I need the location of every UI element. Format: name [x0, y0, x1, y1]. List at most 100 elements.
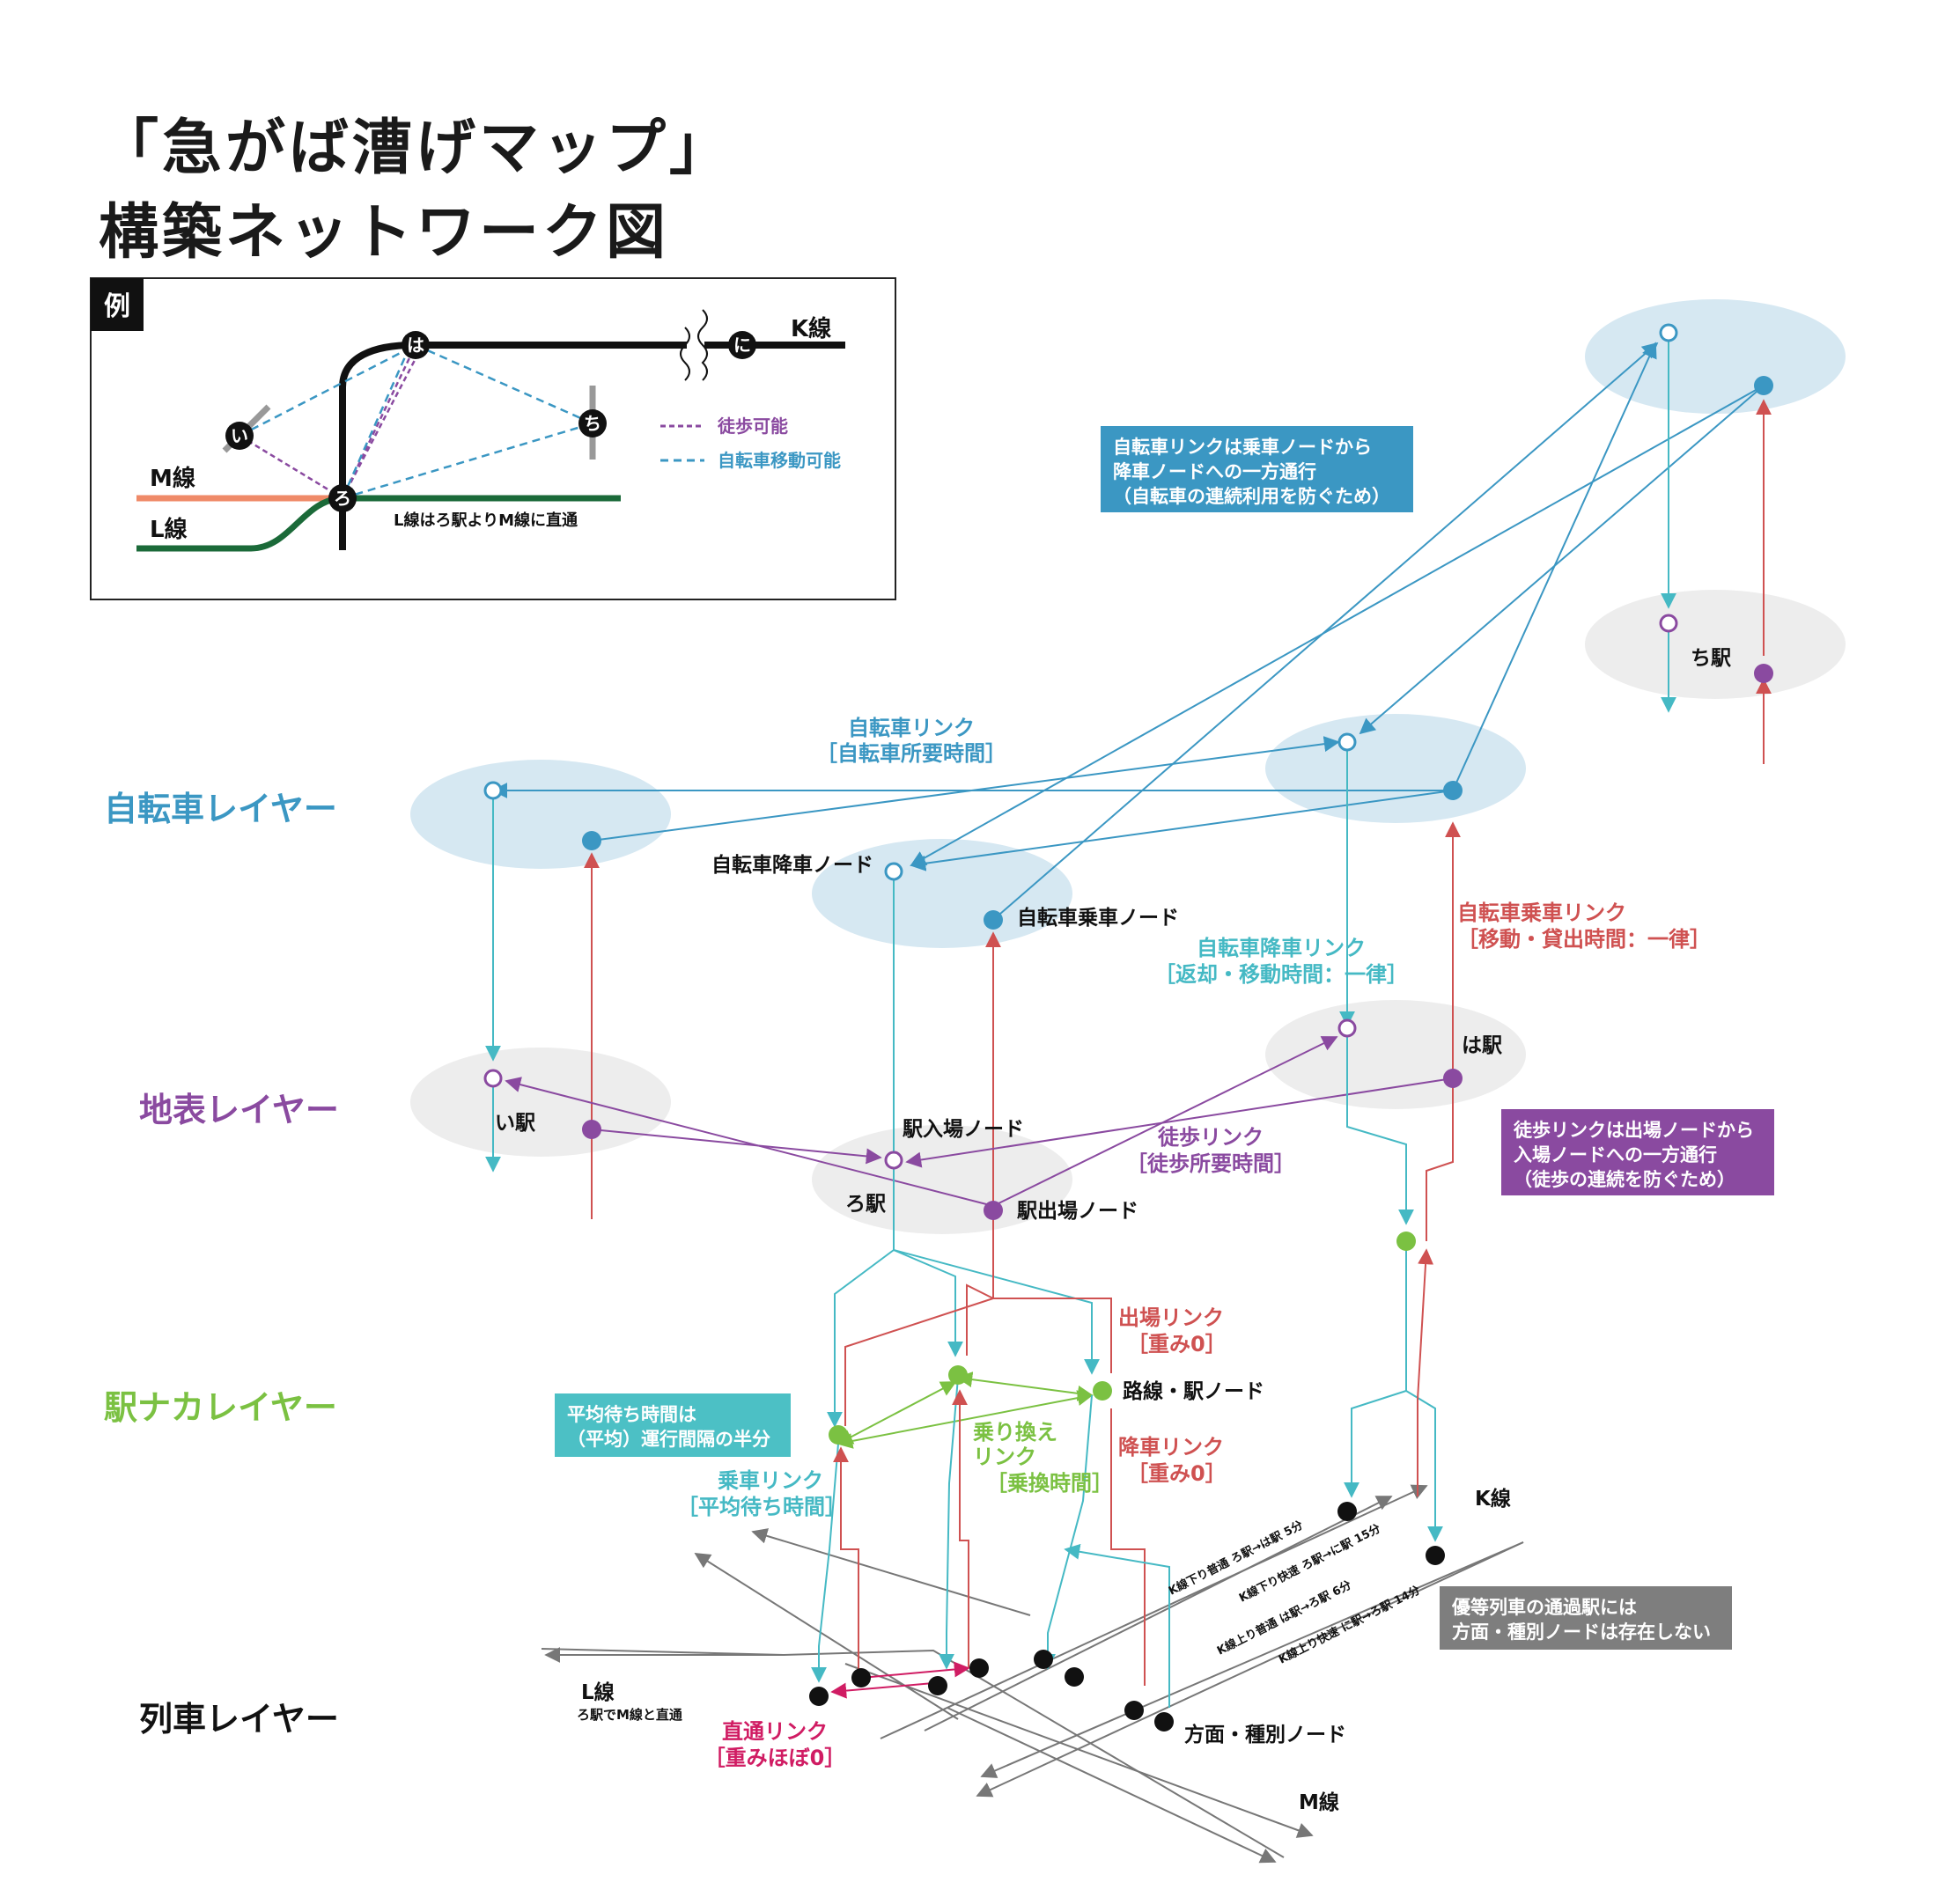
node-entry-ha	[1337, 1018, 1357, 1038]
label-transfer-link: 乗り換え	[973, 1420, 1057, 1445]
legend-bike-path	[415, 343, 593, 425]
title-line-2: 構築ネットワーク図	[99, 198, 670, 268]
legend-station-dot	[225, 422, 254, 450]
legend-station-dot	[328, 484, 357, 512]
train-line-k-down	[924, 1496, 1393, 1732]
bike-area-chi	[1585, 299, 1846, 414]
node-route-2	[948, 1365, 968, 1385]
layer-train-label: 列車レイヤー	[139, 1700, 339, 1739]
node-train-direction	[809, 1687, 829, 1706]
node-train-direction	[1034, 1650, 1053, 1669]
transfer-link-2	[836, 1390, 1094, 1449]
note-bike-line-1: 自転車リンクは乗車ノードから	[1113, 437, 1372, 458]
ha-board-2	[1405, 1390, 1443, 1542]
label-m-line: M線	[1299, 1790, 1339, 1814]
node-entry-chi	[1659, 614, 1678, 633]
bike-link-i-ha	[591, 736, 1340, 842]
alight-link-b	[952, 1389, 969, 1668]
node-train-direction	[969, 1658, 989, 1678]
board-link	[1040, 1394, 1093, 1670]
node-bike-drop-ro	[884, 862, 903, 881]
transfer-link-1	[836, 1381, 957, 1445]
label-transfer-link-2: リンク	[973, 1445, 1036, 1469]
walk-link-ro-ha	[992, 1036, 1338, 1207]
legend-station-label: い	[231, 425, 248, 446]
train-line-k-up-rapid	[976, 1541, 1524, 1798]
alight-to-route-3	[893, 1249, 1100, 1375]
ground-area-chi	[1585, 590, 1846, 699]
node-entry-ro	[884, 1151, 903, 1170]
bike-link-ha-ro	[910, 790, 1454, 871]
label-board-link: 乗車リンク	[718, 1468, 823, 1493]
alight-to-route-2	[893, 1249, 963, 1357]
label-board-link-2: ［平均待ち時間］	[677, 1495, 846, 1519]
note-express-line-2: 方面・種別ノードは存在しない	[1452, 1621, 1711, 1643]
node-bike-ride-i	[582, 831, 601, 850]
ha-exit	[1426, 1087, 1454, 1241]
note-wait-line-1: 平均待ち時間は	[567, 1404, 696, 1425]
label-bike-ride-link: 自転車乗車リンク	[1457, 901, 1626, 925]
legend-bike-path	[342, 422, 593, 500]
label-exit-node: 駅出場ノード	[1017, 1200, 1138, 1223]
ha-alight-to-route	[1346, 1026, 1414, 1225]
node-train-direction	[1154, 1712, 1174, 1732]
node-train-direction	[1065, 1667, 1084, 1687]
legend-station-label: に	[733, 335, 751, 356]
note-wait-line-2: （平均）運行間隔の半分	[567, 1429, 770, 1450]
label-station-i: い駅	[495, 1112, 535, 1135]
label-walk-link-2: ［徒歩所要時間］	[1126, 1151, 1295, 1176]
note-express-skip: 優等列車の通過駅には 方面・種別ノードは存在しない	[1440, 1586, 1732, 1650]
alight-link-a	[833, 1446, 859, 1677]
train-line-m	[844, 1663, 1314, 1838]
note-bike-oneway: 自転車リンクは乗車ノードから 降車ノードへの一方通行 （自転車の連続利用を防ぐた…	[1101, 426, 1413, 512]
label-exit-link: 出場リンク	[1118, 1305, 1224, 1330]
train-line-m-2	[947, 1707, 1277, 1864]
legend-bike-path	[239, 343, 416, 437]
label-bike-ride-link-2: ［移動・貸出時間：一律］	[1457, 927, 1711, 952]
layer-bike-label: 自転車レイヤー	[104, 790, 337, 828]
note-bike-line-3: （自転車の連続利用を防ぐため）	[1113, 486, 1390, 507]
legend-break-mark-2	[697, 309, 708, 381]
node-route-3	[1093, 1381, 1112, 1401]
label-station-chi: ち駅	[1691, 647, 1731, 670]
legend-walk-label: 徒歩可能	[717, 415, 788, 437]
label-bike-drop-node: 自転車降車ノード	[711, 853, 873, 877]
legend-bike-path	[341, 344, 412, 499]
legend-bike-label: 自転車移動可能	[718, 450, 841, 471]
bike-link-chi-ha	[1359, 385, 1765, 735]
train-line-l	[541, 1648, 1285, 1858]
legend-k-label: K線	[791, 315, 831, 342]
label-bike-link-2: ［自転車所要時間］	[816, 741, 1006, 766]
transfer-link-3	[956, 1371, 1094, 1401]
legend-break-mark	[680, 327, 690, 381]
legend-tag: 例	[104, 291, 130, 322]
label-l-line: L線	[581, 1680, 615, 1704]
legend-walk-path	[341, 344, 424, 499]
walk-link-ro-i	[505, 1077, 994, 1207]
label-alight-link-2: ［重み0］	[1127, 1461, 1227, 1486]
label-alight-link: 降車リンク	[1118, 1435, 1224, 1460]
label-entry-node: 駅入場ノード	[903, 1118, 1024, 1141]
node-route-1	[829, 1425, 848, 1445]
label-direct-link-2: ［重みほぼ0］	[704, 1746, 846, 1770]
legend-l-label: L線	[150, 516, 188, 543]
label-l-line-sub: ろ駅でM線と直通	[577, 1707, 682, 1723]
alight-to-route-1	[827, 1249, 895, 1428]
label-exit-link-2: ［重み0］	[1127, 1332, 1227, 1357]
label-bike-drop-link-2: ［返却・移動時間：一律］	[1154, 962, 1408, 987]
label-bike-drop-link: 自転車降車リンク	[1197, 936, 1366, 960]
label-bike-ride-node: 自転車乗車ノード	[1017, 906, 1179, 930]
label-direct-link: 直通リンク	[722, 1719, 828, 1744]
train-line-k-up	[694, 1553, 959, 1720]
bike-area-i	[410, 760, 671, 869]
node-bike-drop-ha	[1337, 732, 1357, 752]
label-bike-link: 自転車リンク	[848, 716, 975, 740]
walk-link-ha-ro	[905, 1077, 1454, 1168]
node-exit-i	[582, 1120, 601, 1139]
board-link	[939, 1377, 959, 1670]
direct-link-1	[860, 1661, 970, 1679]
note-walk-line-2: 入場ノードへの一方通行	[1514, 1144, 1717, 1165]
bike-link-ro-chi	[992, 342, 1659, 921]
legend-station-dot	[728, 331, 756, 359]
